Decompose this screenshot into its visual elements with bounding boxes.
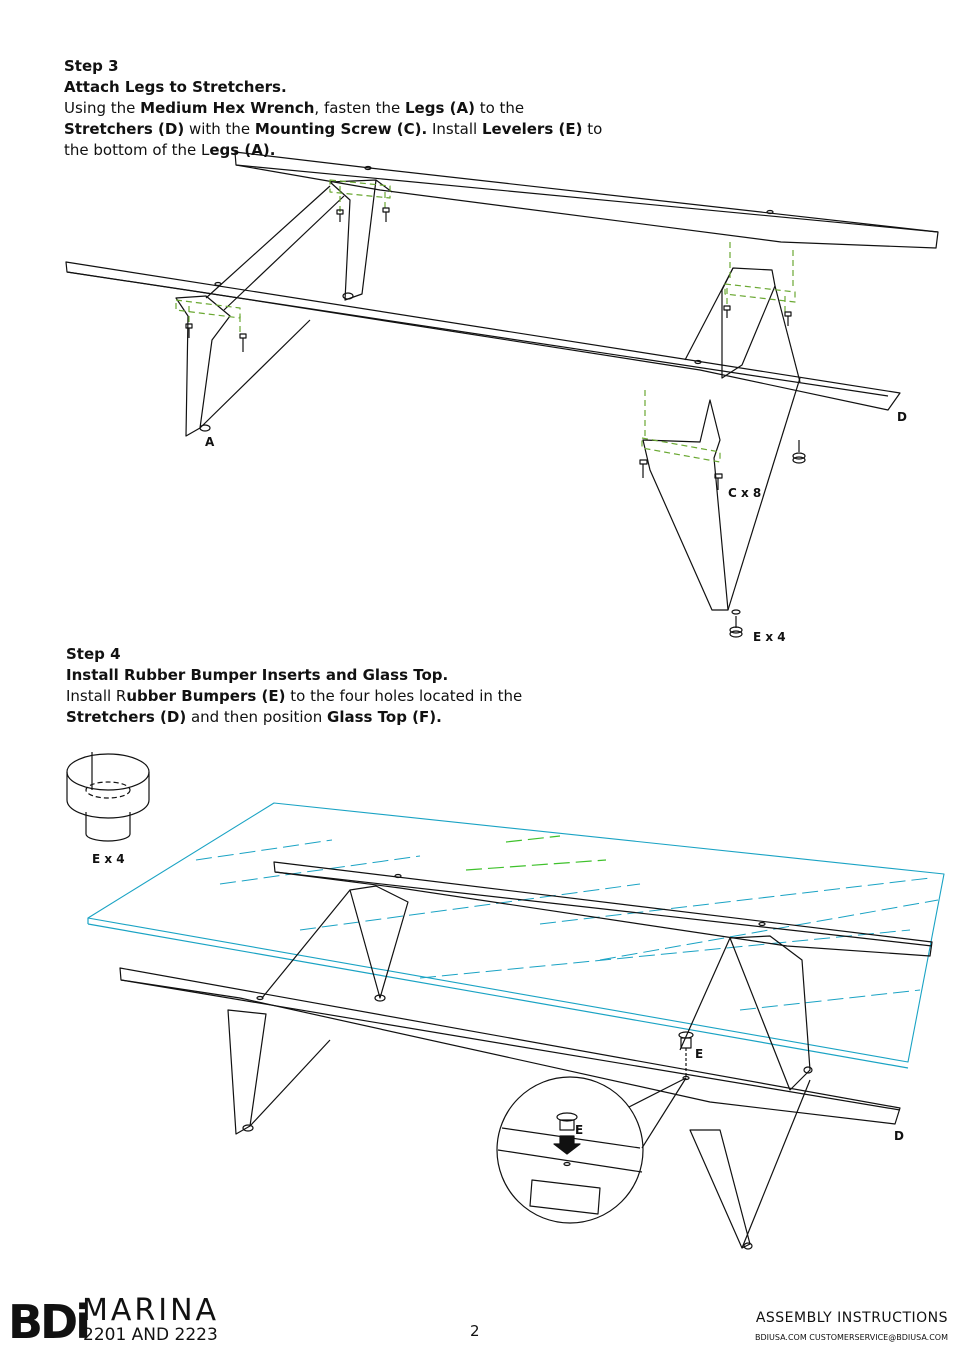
bumper-e-label: E bbox=[695, 1047, 704, 1061]
page-number: 2 bbox=[470, 1322, 480, 1340]
step3-subheading: Attach Legs to Stretchers. bbox=[64, 78, 287, 96]
rubber-bumper-detail bbox=[66, 752, 150, 842]
bumper-count-label: E x 4 bbox=[92, 852, 125, 866]
step3-body-fragment: to the bbox=[474, 99, 525, 117]
magnifier-detail bbox=[496, 1076, 687, 1224]
detail-e-label: E bbox=[575, 1123, 584, 1137]
step3-table-frame-diagram bbox=[65, 151, 939, 615]
step3-body-fragment: Using the bbox=[64, 99, 141, 117]
step3-body: Using the Medium Hex Wrench, fasten the … bbox=[64, 98, 604, 161]
glass-top bbox=[87, 802, 945, 1069]
contact-info: BDIUSA.COM CUSTOMERSERVICE@BDIUSA.COM bbox=[755, 1333, 948, 1342]
step4-body-fragment: to the four holes located in the bbox=[285, 687, 523, 705]
step4-table-frame-diagram bbox=[119, 861, 933, 1250]
step4-body: Install Rubber Bumpers (E) to the four h… bbox=[66, 686, 611, 728]
document-type: ASSEMBLY INSTRUCTIONS bbox=[755, 1310, 948, 1326]
step4-body-fragment: ubber Bumpers (E) bbox=[126, 687, 286, 705]
step3-body-fragment: Install bbox=[427, 120, 482, 138]
step3-body-fragment: , fasten the bbox=[314, 99, 405, 117]
step3-body-fragment: Medium Hex Wrench bbox=[140, 99, 315, 117]
levelers bbox=[729, 440, 806, 638]
step4-instructions: Step 4 Install Rubber Bumper Inserts and… bbox=[66, 644, 611, 728]
step3-body-fragment: Stretchers (D) bbox=[64, 120, 185, 138]
step4-body-fragment: Glass Top (F). bbox=[327, 708, 442, 726]
step3-body-fragment: to the bottom of the L bbox=[64, 120, 603, 159]
step3-instructions: Step 3 Attach Legs to Stretchers. Using … bbox=[64, 56, 604, 161]
bdi-logo: BDi bbox=[8, 1295, 91, 1349]
hardware-guide-lines bbox=[175, 179, 796, 463]
step3-body-fragment: Levelers (E) bbox=[481, 120, 583, 138]
leveler-count-label: E x 4 bbox=[753, 630, 786, 644]
step3-body-fragment: Legs (A) bbox=[405, 99, 475, 117]
stretcher-d-label: D bbox=[897, 410, 907, 424]
mounting-screws bbox=[185, 207, 792, 490]
model-numbers: 2201 AND 2223 bbox=[83, 1325, 218, 1345]
bumper-on-stretcher bbox=[678, 1031, 694, 1076]
step3-body-fragment: with the bbox=[184, 120, 255, 138]
step3-body-fragment: Mounting Screw (C). bbox=[254, 120, 428, 138]
screw-count-label: C x 8 bbox=[728, 486, 762, 500]
leg-a-label: A bbox=[205, 435, 215, 449]
step4-body-fragment: Stretchers (D) bbox=[66, 708, 187, 726]
step4-body-fragment: and then position bbox=[186, 708, 328, 726]
step4-subheading: Install Rubber Bumper Inserts and Glass … bbox=[66, 666, 449, 684]
step3-heading: Step 3 bbox=[64, 57, 119, 75]
stretcher-d-label-bottom: D bbox=[894, 1129, 904, 1143]
step4-body-fragment: Install R bbox=[66, 687, 127, 705]
product-title: MARINA bbox=[82, 1293, 220, 1328]
step4-heading: Step 4 bbox=[66, 645, 121, 663]
